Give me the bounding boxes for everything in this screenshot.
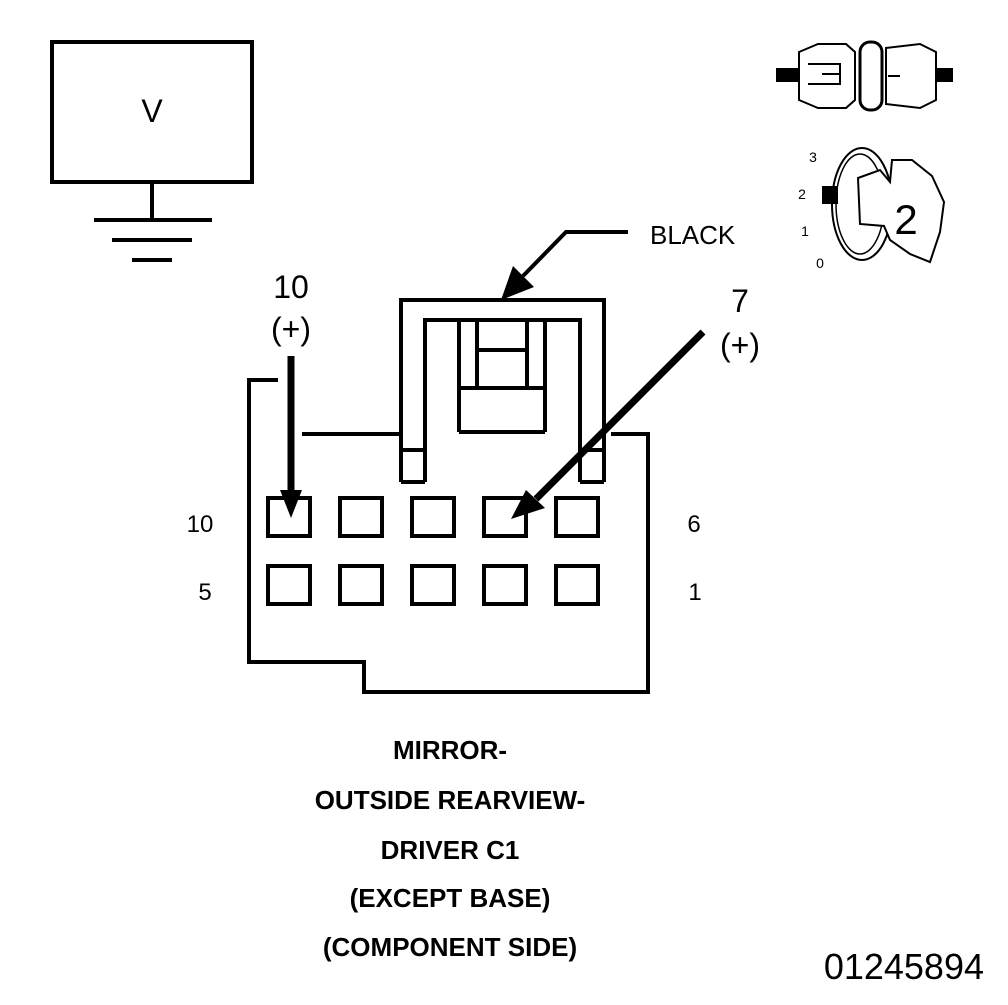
cavity-9 [338,496,384,538]
latch-leader-arrow-icon [501,230,628,300]
row-label-bottom-left: 5 [198,579,211,606]
connector-icon [776,40,953,112]
cavity-1 [554,564,600,606]
probe-left-polarity: (+) [271,311,311,347]
cavity-6 [554,496,600,538]
connector-body [247,378,650,694]
cavity-row-bottom [266,564,600,606]
ground-symbol-icon [94,218,212,262]
reference-number: 01245894 [823,946,984,987]
voltmeter-label: V [141,93,163,129]
cavity-3 [410,564,456,606]
caption-line-2: OUTSIDE REARVIEW- [314,785,586,815]
ignition-selected-position: 2 [894,196,917,243]
ignition-position-3: 3 [809,149,817,165]
row-label-top-left: 10 [187,511,214,538]
probe-left-arrow-icon [280,356,302,518]
probe-right-arrow-icon [511,329,706,519]
ignition-position-1: 1 [801,223,809,239]
probe-right-pin-number: 7 [731,283,749,319]
connector-latch [399,298,606,484]
cavity-row-top [266,496,600,538]
row-label-bottom-right: 1 [688,579,701,606]
ignition-switch-icon [822,147,946,264]
caption-line-4: (EXCEPT BASE) [349,883,551,913]
caption-line-3: DRIVER C1 [380,835,520,865]
cavity-8 [410,496,456,538]
probe-left-pin-number: 10 [273,269,309,305]
ignition-position-0: 0 [816,255,824,271]
probe-right-polarity: (+) [720,327,760,363]
cavity-2 [482,564,528,606]
voltmeter-icon [50,40,254,218]
ignition-position-2: 2 [798,186,806,202]
cavity-5 [266,564,312,606]
caption-line-1: MIRROR- [392,735,508,765]
row-label-top-right: 6 [687,511,700,538]
cavity-10 [266,496,312,538]
cavity-4 [338,564,384,606]
latch-color-label: BLACK [650,220,736,250]
caption-line-5: (COMPONENT SIDE) [322,932,578,962]
